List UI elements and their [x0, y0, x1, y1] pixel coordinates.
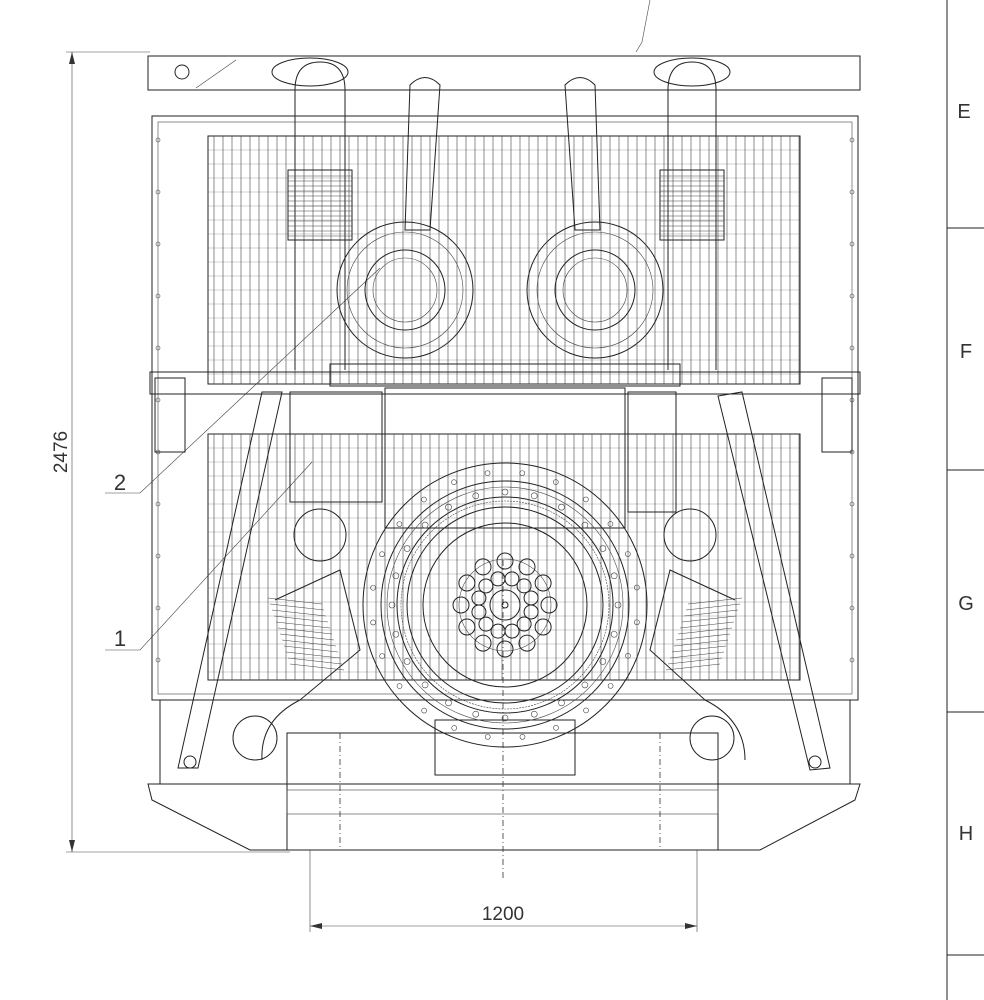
- zone-border: E F G H: [946, 0, 984, 1000]
- zone-label-e: E: [957, 101, 970, 123]
- balloon-leaders: 2 1: [105, 0, 651, 651]
- height-dimension: 2476: [51, 51, 290, 853]
- width-dimension-label: 1200: [482, 904, 524, 925]
- zone-label-g: G: [958, 593, 974, 615]
- zone-label-f: F: [960, 341, 972, 363]
- width-dimension: 1200: [309, 850, 698, 932]
- engine-block: [232, 387, 746, 776]
- flywheel-housing: [362, 462, 648, 748]
- zone-label-h: H: [959, 823, 973, 845]
- air-filters: [329, 221, 681, 387]
- height-dimension-label: 2476: [51, 431, 72, 473]
- radiator-frame: [147, 55, 861, 701]
- base-skid: [147, 560, 861, 880]
- support-struts: [177, 391, 831, 771]
- radiator-grille: [208, 136, 800, 680]
- exhaust-pipes: [271, 57, 731, 370]
- balloon-2: 2: [114, 470, 126, 495]
- frame-rivets: [155, 137, 855, 663]
- balloon-1: 1: [114, 626, 126, 651]
